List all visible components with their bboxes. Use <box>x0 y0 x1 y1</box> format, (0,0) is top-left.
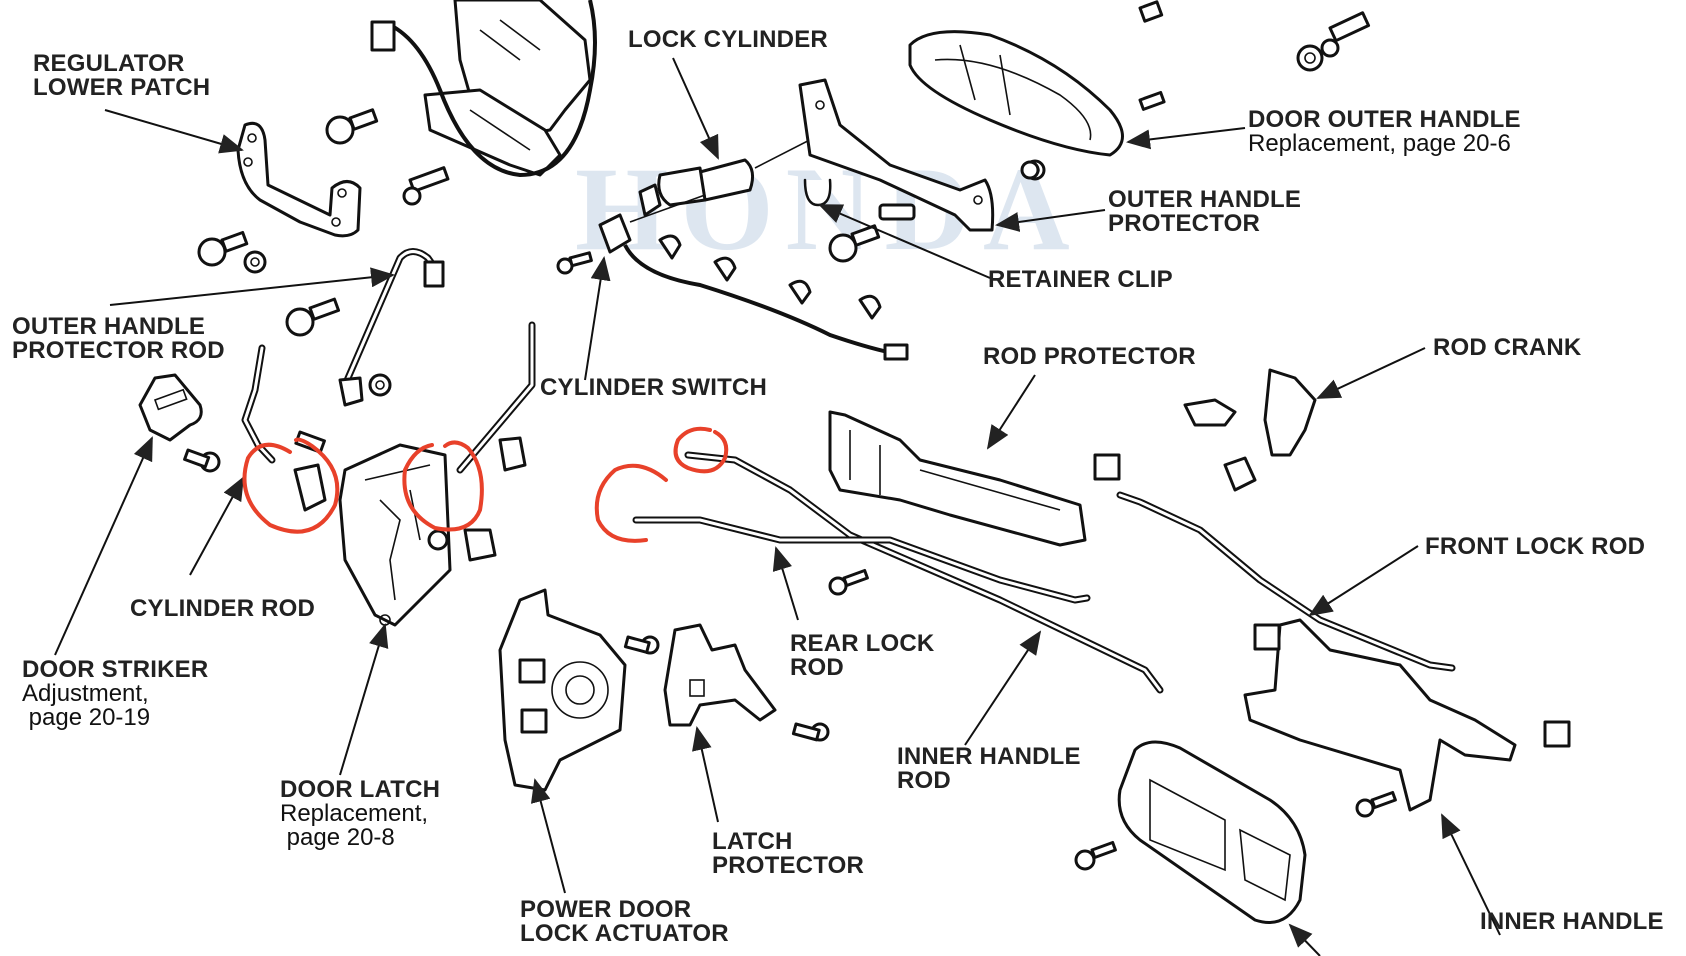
lock-cylinder-part <box>629 126 836 223</box>
bolt-icon <box>828 224 881 263</box>
label-regulator-lower-patch: REGULATOR LOWER PATCH <box>33 50 211 101</box>
bolt-icon <box>325 108 379 145</box>
screw-icon <box>828 568 869 596</box>
label-outer-handle-protector-rod: OUTER HANDLE PROTECTOR ROD <box>12 313 225 364</box>
label-retainer-clip: RETAINER CLIP <box>988 266 1173 293</box>
wire-clip-icon <box>713 256 737 282</box>
label-inner-handle-rod: INNER HANDLE ROD <box>897 743 1081 794</box>
retainer-clip-part <box>803 178 916 221</box>
screw-icon <box>1074 840 1117 871</box>
rod-crank-part <box>1183 368 1317 492</box>
hand-drawn-annotations <box>242 426 729 543</box>
rear-lock-rod-part <box>632 516 1091 604</box>
wire-clip-icon <box>788 279 812 305</box>
arc-rear-lock-rod-end <box>594 463 668 543</box>
nut-icon <box>368 373 392 397</box>
label-door-latch: DOOR LATCH Replacement, page 20-8 <box>280 776 441 851</box>
bolt-icon <box>1320 11 1371 58</box>
outer-handle-protector-part <box>798 78 995 232</box>
door-latch-part <box>293 436 527 627</box>
label-door-striker: DOOR STRIKER Adjustment, page 20-19 <box>22 656 209 731</box>
bolt-icon <box>402 166 450 206</box>
regulator-lower-patch-part <box>236 121 362 238</box>
latch-lock-rod-part <box>456 321 536 474</box>
wire-clip-icon <box>658 234 682 260</box>
label-front-lock-rod: FRONT LOCK ROD <box>1425 533 1646 560</box>
cylinder-switch-part <box>598 183 909 361</box>
screw-icon <box>294 430 326 454</box>
screw-icon <box>791 722 830 742</box>
screw-icon <box>1355 790 1397 818</box>
outer-handle-protector-rod-part <box>338 248 445 407</box>
screw-icon <box>1138 90 1166 111</box>
door-striker-part <box>138 373 203 442</box>
screw-icon <box>556 251 593 275</box>
power-door-lock-actuator-part <box>498 588 627 792</box>
label-lock-cylinder: LOCK CYLINDER <box>628 26 828 53</box>
wire-clip-icon <box>858 294 882 320</box>
nut-icon <box>243 250 267 274</box>
label-rear-lock-rod: REAR LOCK ROD <box>790 630 935 681</box>
rod-protector-part <box>828 410 1121 547</box>
label-latch-protector: LATCH PROTECTOR <box>712 828 865 879</box>
label-power-door-lock-actuator: POWER DOOR LOCK ACTUATOR <box>520 896 729 947</box>
door-outer-handle-part <box>908 0 1164 180</box>
label-door-outer-handle: DOOR OUTER HANDLE Replacement, page 20-6 <box>1248 106 1521 157</box>
label-rod-protector: ROD PROTECTOR <box>983 343 1196 370</box>
cylinder-rod-part <box>241 344 276 464</box>
screw-icon <box>183 448 221 473</box>
inner-handle-part <box>1117 740 1307 924</box>
label-inner-handle: INNER HANDLE <box>1480 908 1664 935</box>
latch-protector-part <box>663 623 777 727</box>
inner-handle-rod-part <box>684 451 1164 694</box>
circle-latch-lever <box>402 440 484 532</box>
label-cylinder-rod: CYLINDER ROD <box>130 595 316 622</box>
label-cylinder-switch: CYLINDER SWITCH <box>540 374 767 401</box>
screw-icon <box>623 635 660 655</box>
bolt-icon <box>197 230 249 267</box>
inner-handle-bracket-part <box>1243 618 1571 812</box>
label-rod-crank: ROD CRANK <box>1433 334 1582 361</box>
circle-inner-handle-rod-end <box>673 426 729 474</box>
label-outer-handle-protector: OUTER HANDLE PROTECTOR <box>1108 186 1302 237</box>
window-regulator <box>370 0 597 178</box>
bolt-icon <box>285 297 341 337</box>
leader-lines <box>54 57 1501 956</box>
nut-icon <box>1296 44 1324 72</box>
circle-cylinder-rod-end <box>242 437 340 534</box>
fasteners <box>183 11 1397 871</box>
front-lock-rod-part <box>1116 491 1456 672</box>
